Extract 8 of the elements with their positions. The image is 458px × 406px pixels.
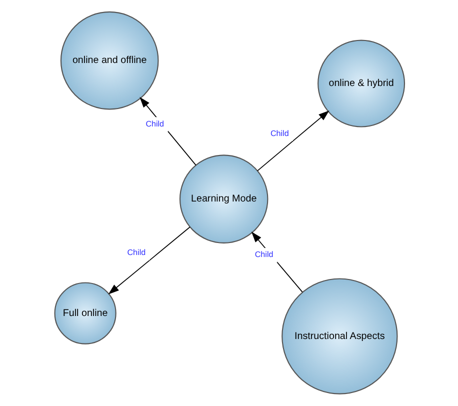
- edge-label: Child: [126, 248, 146, 258]
- node-circle: Instructional Aspects: [281, 278, 398, 394]
- arrow: [256, 110, 329, 172]
- arrow: [108, 226, 190, 294]
- edge-label: Child: [254, 250, 273, 260]
- edge-label: Child: [270, 128, 288, 138]
- edge-label: Child: [145, 119, 164, 128]
- node-circle: Full online: [54, 282, 116, 344]
